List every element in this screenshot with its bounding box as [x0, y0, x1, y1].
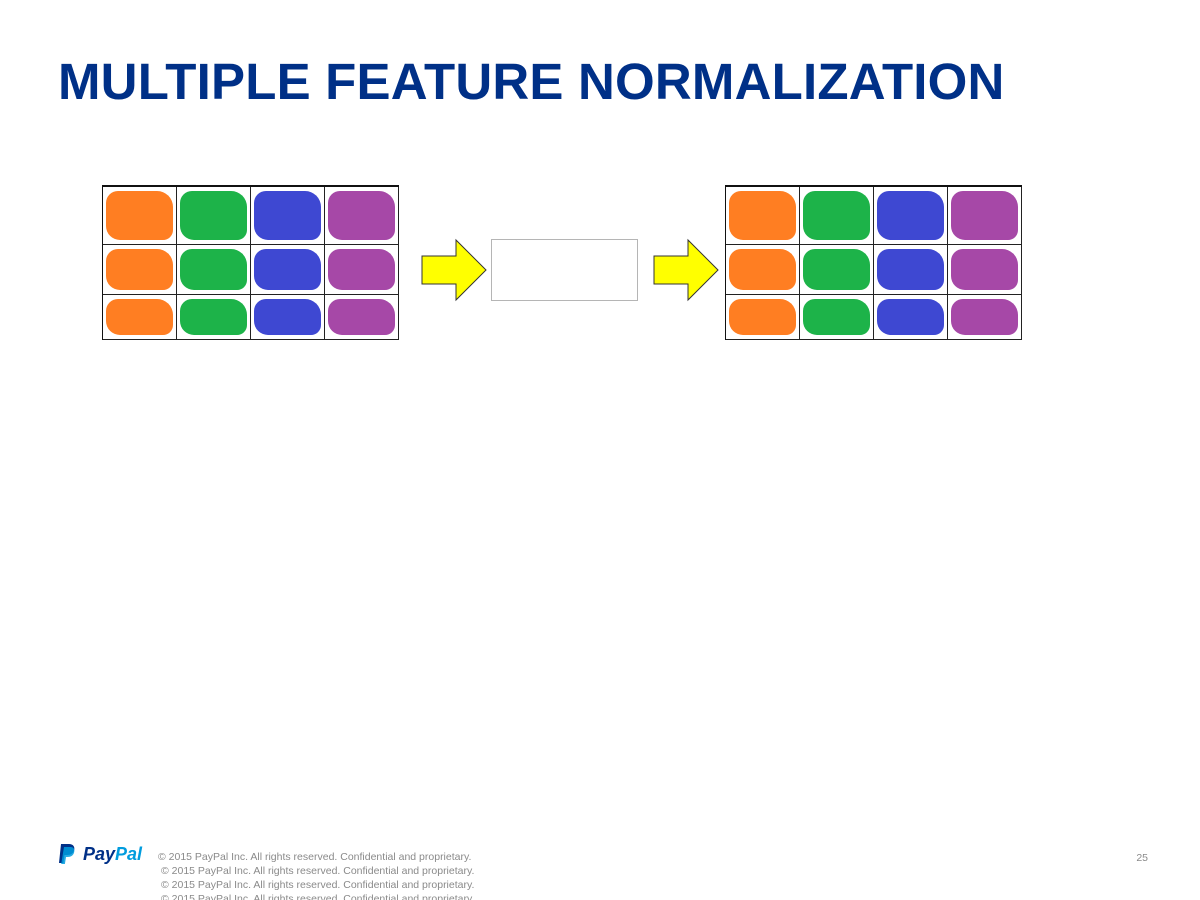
- copyright-line: © 2015 PayPal Inc. All rights reserved. …: [161, 865, 475, 877]
- feature-color-block: [106, 249, 173, 290]
- feature-color-block: [180, 299, 247, 335]
- feature-color-block: [951, 249, 1018, 290]
- input-feature-table: [102, 185, 399, 340]
- feature-color-block: [729, 299, 796, 335]
- feature-cell: [325, 187, 399, 245]
- feature-cell: [251, 295, 325, 340]
- normalization-box: [491, 239, 638, 301]
- feature-color-block: [877, 191, 944, 240]
- paypal-logo: PayPal: [58, 843, 142, 865]
- feature-color-block: [951, 299, 1018, 335]
- logo-text-pal: Pal: [115, 843, 143, 864]
- feature-color-block: [951, 191, 1018, 240]
- slide-title: MULTIPLE FEATURE NORMALIZATION: [58, 53, 1005, 110]
- feature-cell: [800, 245, 874, 295]
- feature-color-block: [328, 191, 395, 240]
- copyright-line: © 2015 PayPal Inc. All rights reserved. …: [161, 879, 475, 891]
- feature-cell: [874, 245, 948, 295]
- feature-cell: [325, 245, 399, 295]
- copyright-notice: © 2015 PayPal Inc. All rights reserved. …: [158, 850, 474, 900]
- feature-color-block: [729, 249, 796, 290]
- right-arrow-icon: [421, 238, 487, 302]
- feature-cell: [726, 245, 800, 295]
- feature-color-block: [803, 191, 870, 240]
- feature-color-block: [877, 299, 944, 335]
- right-arrow-icon: [653, 238, 719, 302]
- feature-color-block: [254, 191, 321, 240]
- feature-cell: [948, 187, 1022, 245]
- feature-cell: [800, 187, 874, 245]
- feature-color-block: [328, 299, 395, 335]
- paypal-wordmark: PayPal: [83, 844, 142, 865]
- feature-cell: [103, 187, 177, 245]
- feature-cell: [177, 245, 251, 295]
- feature-color-block: [803, 299, 870, 335]
- feature-cell: [874, 295, 948, 340]
- feature-cell: [103, 245, 177, 295]
- feature-color-block: [254, 249, 321, 290]
- feature-cell: [948, 245, 1022, 295]
- copyright-line: © 2015 PayPal Inc. All rights reserved. …: [158, 851, 472, 863]
- feature-color-block: [328, 249, 395, 290]
- feature-color-block: [106, 299, 173, 335]
- feature-color-block: [180, 249, 247, 290]
- feature-cell: [726, 187, 800, 245]
- feature-color-block: [877, 249, 944, 290]
- feature-color-block: [729, 191, 796, 240]
- feature-cell: [251, 245, 325, 295]
- paypal-mark-icon: [59, 844, 75, 864]
- logo-text-pay: Pay: [83, 843, 116, 864]
- feature-cell: [948, 295, 1022, 340]
- feature-cell: [726, 295, 800, 340]
- copyright-line: © 2015 PayPal Inc. All rights reserved. …: [161, 893, 475, 900]
- feature-cell: [177, 187, 251, 245]
- feature-cell: [800, 295, 874, 340]
- feature-cell: [177, 295, 251, 340]
- feature-color-block: [803, 249, 870, 290]
- feature-color-block: [254, 299, 321, 335]
- feature-cell: [874, 187, 948, 245]
- feature-color-block: [180, 191, 247, 240]
- feature-cell: [325, 295, 399, 340]
- page-number: 25: [1136, 852, 1148, 864]
- feature-cell: [103, 295, 177, 340]
- feature-color-block: [106, 191, 173, 240]
- feature-cell: [251, 187, 325, 245]
- output-feature-table: [725, 185, 1022, 340]
